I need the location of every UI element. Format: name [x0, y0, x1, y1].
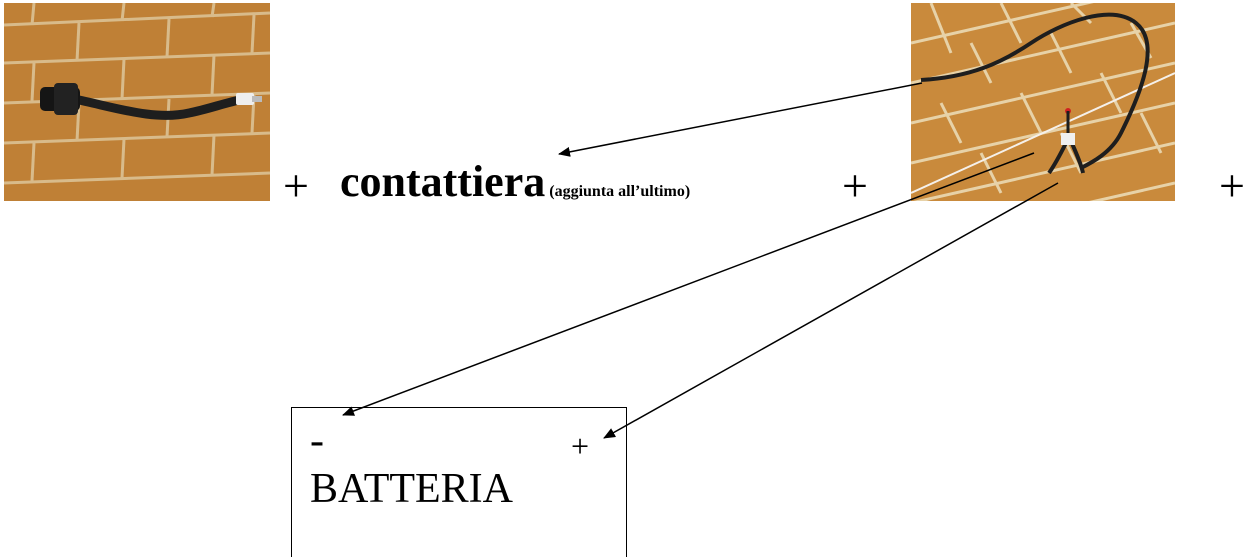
- battery-box: - + BATTERIA: [291, 407, 627, 557]
- battery-label: BATTERIA: [310, 466, 513, 512]
- plus-sign: +: [842, 160, 868, 211]
- arrow-to-battery-positive: [603, 182, 1059, 439]
- battery-negative-terminal: -: [310, 418, 324, 464]
- battery-positive-terminal: +: [571, 428, 590, 464]
- plus-sign: +: [283, 160, 309, 211]
- contattiera-label: contattiera (aggiunta all’ultimo): [340, 160, 690, 204]
- contattiera-text: contattiera: [340, 157, 546, 206]
- contattiera-note: (aggiunta all’ultimo): [549, 183, 691, 200]
- plus-sign: +: [1219, 160, 1245, 211]
- arrow-to-battery-negative: [342, 152, 1035, 416]
- arrow-to-contattiera: [558, 82, 923, 157]
- photo-cable-harness: [911, 3, 1175, 201]
- photo-cable-socket: [4, 3, 270, 201]
